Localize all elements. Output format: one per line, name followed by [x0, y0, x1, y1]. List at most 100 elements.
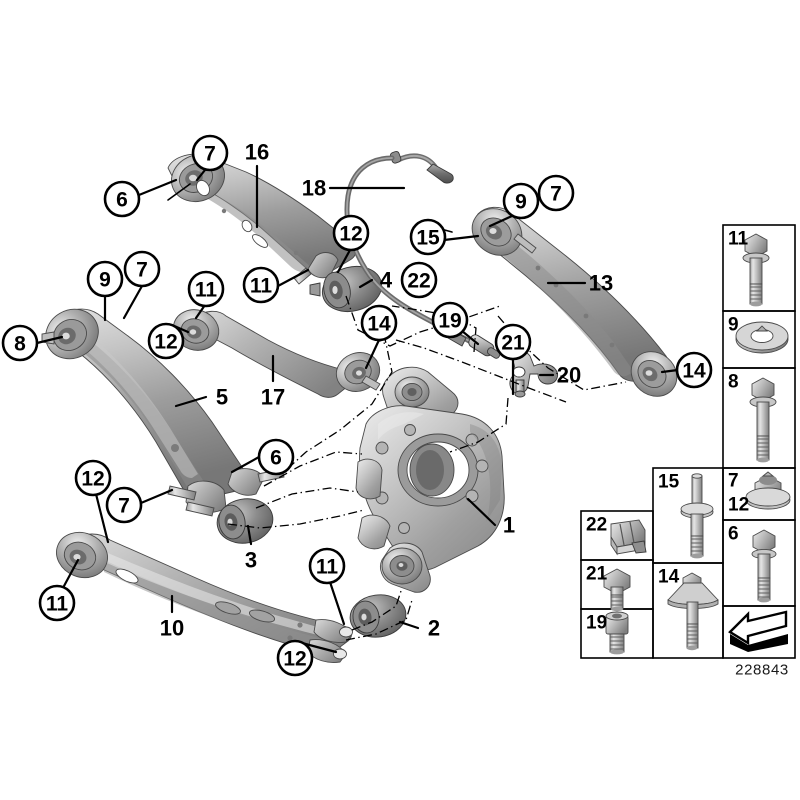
callout-label: 12	[339, 223, 362, 246]
callout-label: 15	[416, 227, 440, 250]
callout-11a[interactable]: 11	[187, 270, 225, 308]
callout-12d[interactable]: 12	[276, 639, 314, 677]
callout-label: 14	[367, 313, 391, 336]
callout-label: 12	[154, 331, 177, 354]
callout-label: 11	[46, 593, 69, 616]
callout-label: 18	[302, 176, 326, 201]
callout-22a[interactable]: 22	[400, 261, 438, 299]
callout-7a[interactable]: 7	[191, 134, 229, 172]
part-10-trailing-arm	[56, 531, 353, 663]
callout-16[interactable]: 16	[245, 140, 269, 165]
legend-number-7: 7	[728, 471, 739, 492]
part-5-upper-control-arm	[41, 308, 285, 517]
legend-number-12: 12	[728, 495, 749, 516]
part-20-cable-bracket	[509, 351, 559, 398]
callout-4[interactable]: 4	[380, 268, 393, 293]
callout-8[interactable]: 8	[1, 324, 39, 362]
legend-icon-flange-bolt-8	[749, 377, 777, 463]
callout-9a[interactable]: 9	[86, 260, 124, 298]
legend-number-19: 19	[586, 613, 607, 634]
callout-7b[interactable]: 7	[537, 174, 575, 212]
callout-3[interactable]: 3	[245, 548, 257, 573]
callout-label: 3	[245, 548, 257, 573]
callout-12b[interactable]: 12	[147, 322, 185, 360]
callout-11b[interactable]: 11	[242, 266, 280, 304]
callout-label: 7	[118, 495, 130, 518]
legend-number-15: 15	[658, 472, 680, 493]
callout-label: 11	[250, 275, 273, 298]
legend-number-22: 22	[586, 515, 607, 536]
callout-label: 13	[589, 271, 613, 296]
callout-2[interactable]: 2	[428, 616, 440, 641]
callout-label: 11	[195, 279, 218, 302]
legend-icon-cable-clamp-22	[610, 519, 647, 556]
callout-6b[interactable]: 6	[257, 438, 295, 476]
callout-label: 8	[14, 333, 26, 356]
legend-number-9: 9	[728, 315, 739, 336]
callout-label: 11	[316, 556, 339, 579]
drawing-number: 228843	[735, 662, 789, 679]
legend-icon-shoulder-bolt-15	[680, 473, 714, 559]
legend-right-column	[722, 224, 796, 659]
callout-label: 12	[283, 648, 306, 671]
legend-icon-flange-nut-7-12	[745, 471, 791, 510]
callout-label: 9	[515, 191, 527, 214]
callout-17[interactable]: 17	[261, 385, 285, 410]
callout-label: 21	[501, 332, 525, 355]
legend-icon-flange-bolt-11	[742, 233, 770, 307]
part-17-toe-link	[172, 309, 381, 398]
callout-6a[interactable]: 6	[103, 180, 141, 218]
part-16-wishbone-arm	[167, 153, 357, 285]
callout-label: 22	[407, 270, 430, 293]
callout-label: 7	[136, 259, 148, 282]
callout-11d[interactable]: 11	[308, 547, 346, 585]
callout-15[interactable]: 15	[409, 218, 447, 256]
legend-icon-hex-bolt-21	[603, 568, 631, 612]
callout-label: 14	[682, 360, 706, 383]
callout-label: 2	[428, 616, 440, 641]
part-13-camber-link	[471, 206, 678, 397]
callout-label: 12	[81, 468, 104, 491]
callout-label: 6	[116, 189, 128, 212]
callout-label: 7	[204, 143, 216, 166]
callout-21[interactable]: 21	[494, 323, 532, 361]
callout-5[interactable]: 5	[216, 385, 228, 410]
callout-7c[interactable]: 7	[123, 250, 161, 288]
legend-number-8: 8	[728, 372, 739, 393]
legend-icon-eccentric-washer-9	[735, 321, 789, 354]
callout-label: 20	[557, 363, 581, 388]
callout-14b[interactable]: 14	[675, 351, 713, 389]
callout-10[interactable]: 10	[160, 616, 184, 641]
callout-9b[interactable]: 9	[502, 182, 540, 220]
callout-label: 4	[380, 268, 393, 293]
legend-number-21: 21	[586, 564, 608, 585]
legend-number-11: 11	[728, 229, 749, 250]
callout-label: 1	[503, 513, 515, 538]
callout-7d[interactable]: 7	[105, 486, 143, 524]
callout-19[interactable]: 19	[431, 301, 469, 339]
callout-label: 5	[216, 385, 228, 410]
callout-label: 19	[438, 310, 461, 333]
callout-label: 10	[160, 616, 184, 641]
legend-icon-direction-arrow	[728, 610, 788, 652]
callout-13[interactable]: 13	[589, 271, 613, 296]
callout-18[interactable]: 18	[302, 176, 326, 201]
part-1-wheel-carrier-knuckle	[355, 366, 505, 593]
legend-icon-socket-cap-screw-19	[605, 611, 629, 655]
callout-11c[interactable]: 11	[38, 584, 76, 622]
callout-1[interactable]: 1	[503, 513, 515, 538]
callout-12c[interactable]: 12	[74, 459, 112, 497]
part-4-rubber-mount-bushing	[309, 266, 383, 312]
legend-number-14: 14	[658, 567, 680, 588]
callout-20[interactable]: 20	[557, 363, 581, 388]
legend-icon-carriage-bolt-14	[667, 572, 719, 651]
callout-14a[interactable]: 14	[360, 304, 398, 342]
callout-label: 6	[270, 447, 282, 470]
legend-icon-flange-bolt-6	[751, 529, 777, 603]
legend-number-6: 6	[728, 524, 739, 545]
callout-12a[interactable]: 12	[332, 214, 370, 252]
legend-numbers: 11 9 8 7 12 6 15 14 22 21 19	[586, 229, 749, 634]
